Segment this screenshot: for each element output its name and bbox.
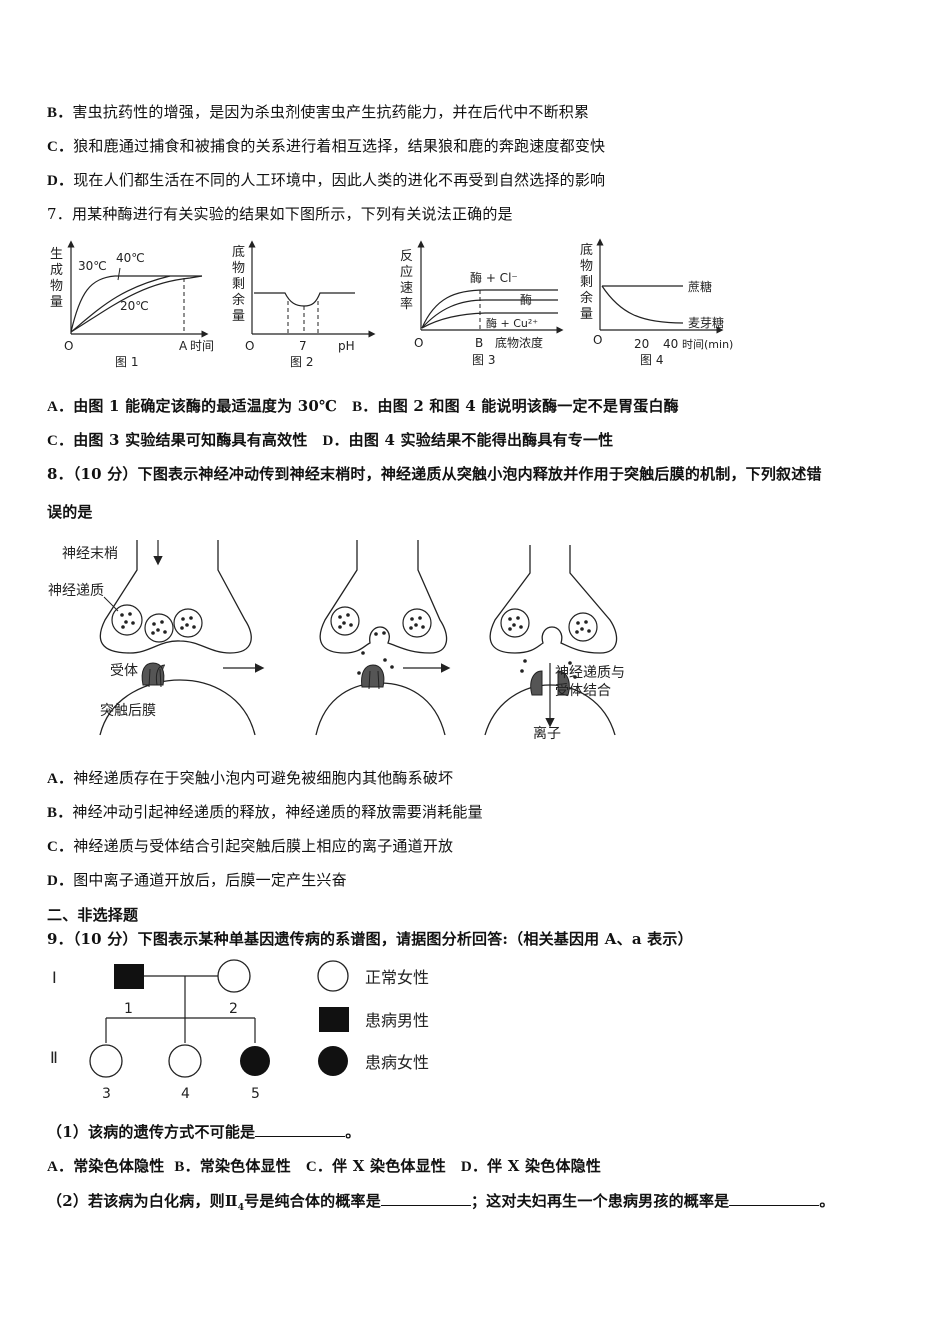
svg-text:O: O bbox=[593, 333, 602, 347]
legend-affected-female-icon bbox=[318, 1046, 348, 1076]
normal-female-icon bbox=[217, 959, 251, 993]
svg-text:余: 余 bbox=[232, 292, 245, 308]
q7-enzyme-figures: 生 成 物 量 30℃ 40℃ 20℃ O A 时间 图 1 底 物 剩 余 量… bbox=[50, 238, 733, 369]
q9-sub2: （2）若该病为白化病，则Ⅱ4号是纯合体的概率是；这对夫妇再生一个患病男孩的概率是… bbox=[47, 1191, 835, 1213]
svg-text:时间: 时间 bbox=[190, 339, 214, 353]
svg-text:A: A bbox=[179, 339, 188, 353]
q8-option-a: A．神经递质存在于突触小泡内可避免被细胞内其他酶系破坏 bbox=[47, 769, 454, 787]
legend-normal-female-icon bbox=[317, 960, 349, 992]
svg-text:剩: 剩 bbox=[580, 275, 593, 290]
svg-text:O: O bbox=[64, 339, 73, 353]
svg-text:余: 余 bbox=[580, 290, 593, 306]
svg-text:正常女性: 正常女性 bbox=[365, 968, 429, 987]
q8-stem-line1: 8．（10 分）下图表示神经冲动传到神经末梢时，神经递质从突触小泡内释放并作用于… bbox=[47, 465, 822, 483]
svg-text:B: B bbox=[475, 336, 483, 350]
svg-text:突触后膜: 突触后膜 bbox=[100, 703, 156, 719]
pedigree-chart: Ⅰ Ⅱ 1 2 3 4 5 正常女性 患病男性 患病女性 bbox=[50, 959, 429, 1102]
q8-option-b: B．神经冲动引起神经递质的释放，神经递质的释放需要消耗能量 bbox=[47, 803, 483, 821]
svg-text:2: 2 bbox=[229, 1001, 238, 1017]
affected-male-icon bbox=[114, 964, 144, 989]
svg-text:Ⅱ: Ⅱ bbox=[50, 1048, 58, 1067]
svg-text:图 3: 图 3 bbox=[472, 353, 495, 367]
q9-sub1-options: A．常染色体隐性 B．常染色体显性 C．伴 X 染色体显性 D．伴 X 染色体隐… bbox=[47, 1157, 602, 1175]
q9-stem: 9．（10 分）下图表示某种单基因遗传病的系谱图，请据图分析回答:（相关基因用 … bbox=[47, 930, 693, 948]
svg-text:应: 应 bbox=[400, 264, 413, 280]
svg-text:20: 20 bbox=[634, 337, 649, 351]
svg-text:离子: 离子 bbox=[533, 725, 561, 742]
svg-text:麦芽糖: 麦芽糖 bbox=[688, 315, 724, 330]
svg-text:酶 + Cl⁻: 酶 + Cl⁻ bbox=[470, 270, 518, 285]
q7-options-ab: A．由图 1 能确定该酶的最适温度为 30℃ B．由图 2 和图 4 能说明该酶… bbox=[47, 397, 679, 415]
synapse-panel-2 bbox=[315, 540, 448, 736]
q6-option-d: D．现在人们都生活在不同的人工环境中，因此人类的进化不再受到自然选择的影响 bbox=[47, 171, 606, 189]
q8-stem-line2: 误的是 bbox=[47, 503, 93, 521]
figure-1: 生 成 物 量 30℃ 40℃ 20℃ O A 时间 图 1 bbox=[50, 240, 214, 369]
svg-text:物: 物 bbox=[232, 261, 245, 276]
svg-text:图 1: 图 1 bbox=[115, 355, 138, 369]
normal-female-icon bbox=[89, 1044, 123, 1078]
svg-text:患病男性: 患病男性 bbox=[365, 1011, 429, 1030]
svg-text:7: 7 bbox=[299, 339, 307, 353]
svg-text:时间(min): 时间(min) bbox=[682, 338, 733, 351]
svg-text:受体: 受体 bbox=[110, 663, 138, 679]
svg-text:20℃: 20℃ bbox=[120, 299, 149, 313]
svg-text:图 2: 图 2 bbox=[290, 355, 313, 369]
svg-text:酶 + Cu²⁺: 酶 + Cu²⁺ bbox=[486, 317, 538, 330]
svg-text:40℃: 40℃ bbox=[116, 251, 145, 265]
svg-text:量: 量 bbox=[232, 309, 245, 324]
svg-text:4: 4 bbox=[181, 1086, 190, 1102]
svg-text:底: 底 bbox=[580, 242, 593, 258]
figure-4: 底 物 剩 余 量 蔗糖 麦芽糖 O 20 40 时间(min) 图 4 bbox=[580, 238, 733, 367]
normal-female-icon bbox=[168, 1044, 202, 1078]
q7-stem: 7．用某种酶进行有关实验的结果如下图所示，下列有关说法正确的是 bbox=[47, 205, 513, 223]
q7-options-cd: C．由图 3 实验结果可知酶具有高效性 D．由图 4 实验结果不能得出酶具有专一… bbox=[47, 431, 614, 449]
svg-text:图 4: 图 4 bbox=[640, 353, 663, 367]
svg-text:成: 成 bbox=[50, 263, 63, 278]
figure-2: 底 物 剩 余 量 O 7 pH 图 2 bbox=[232, 240, 376, 369]
svg-text:Ⅰ: Ⅰ bbox=[52, 968, 57, 987]
q8-option-c: C．神经递质与受体结合引起突触后膜上相应的离子通道开放 bbox=[47, 837, 454, 855]
svg-text:物: 物 bbox=[580, 259, 593, 274]
affected-female-icon bbox=[240, 1046, 270, 1076]
svg-text:受体结合: 受体结合 bbox=[555, 683, 611, 699]
svg-text:生: 生 bbox=[50, 247, 63, 262]
svg-text:速: 速 bbox=[400, 281, 413, 296]
answer-blank[interactable] bbox=[255, 1122, 346, 1137]
synapse-figure: 神经末梢 神经递质 受体 突触后膜 神经递质与 受体结 bbox=[48, 540, 625, 742]
synapse-panel-1: 神经末梢 神经递质 受体 突触后膜 bbox=[48, 540, 256, 736]
svg-text:30℃: 30℃ bbox=[78, 259, 107, 273]
svg-text:蔗糖: 蔗糖 bbox=[688, 279, 712, 294]
svg-text:神经递质与: 神经递质与 bbox=[555, 665, 625, 681]
figure-3: 反 应 速 率 酶 + Cl⁻ 酶 酶 + Cu²⁺ O B 底物浓度 图 3 bbox=[400, 240, 564, 367]
svg-text:反: 反 bbox=[400, 249, 413, 264]
section-title: 二、非选择题 bbox=[47, 906, 139, 924]
q6-option-b: B．害虫抗药性的增强，是因为杀虫剂使害虫产生抗药能力，并在后代中不断积累 bbox=[47, 103, 590, 121]
q8-option-d: D．图中离子通道开放后，后膜一定产生兴奋 bbox=[47, 871, 347, 889]
svg-text:底: 底 bbox=[232, 244, 245, 260]
svg-text:神经末梢: 神经末梢 bbox=[62, 546, 118, 562]
svg-text:酶: 酶 bbox=[520, 292, 532, 307]
svg-text:底物浓度: 底物浓度 bbox=[495, 335, 543, 350]
svg-text:量: 量 bbox=[50, 295, 63, 310]
svg-text:O: O bbox=[414, 336, 423, 350]
svg-text:剩: 剩 bbox=[232, 277, 245, 292]
svg-text:5: 5 bbox=[251, 1086, 260, 1102]
legend-affected-male-icon bbox=[319, 1007, 349, 1032]
svg-text:pH: pH bbox=[338, 339, 355, 353]
synapse-panel-3: 神经递质与 受体结合 离子 bbox=[484, 545, 625, 742]
svg-text:率: 率 bbox=[400, 296, 413, 312]
q9-sub1: （1）该病的遗传方式不可能是。 bbox=[47, 1122, 361, 1141]
svg-text:40: 40 bbox=[663, 337, 678, 351]
svg-text:神经递质: 神经递质 bbox=[48, 583, 104, 599]
svg-text:1: 1 bbox=[124, 1001, 133, 1017]
svg-text:量: 量 bbox=[580, 307, 593, 322]
answer-blank[interactable] bbox=[729, 1191, 820, 1206]
svg-text:3: 3 bbox=[102, 1086, 111, 1102]
svg-text:患病女性: 患病女性 bbox=[365, 1053, 429, 1072]
svg-text:物: 物 bbox=[50, 279, 63, 294]
svg-text:O: O bbox=[245, 339, 254, 353]
answer-blank[interactable] bbox=[380, 1191, 471, 1206]
q6-option-c: C．狼和鹿通过捕食和被捕食的关系进行着相互选择，结果狼和鹿的奔跑速度都变快 bbox=[47, 137, 606, 155]
